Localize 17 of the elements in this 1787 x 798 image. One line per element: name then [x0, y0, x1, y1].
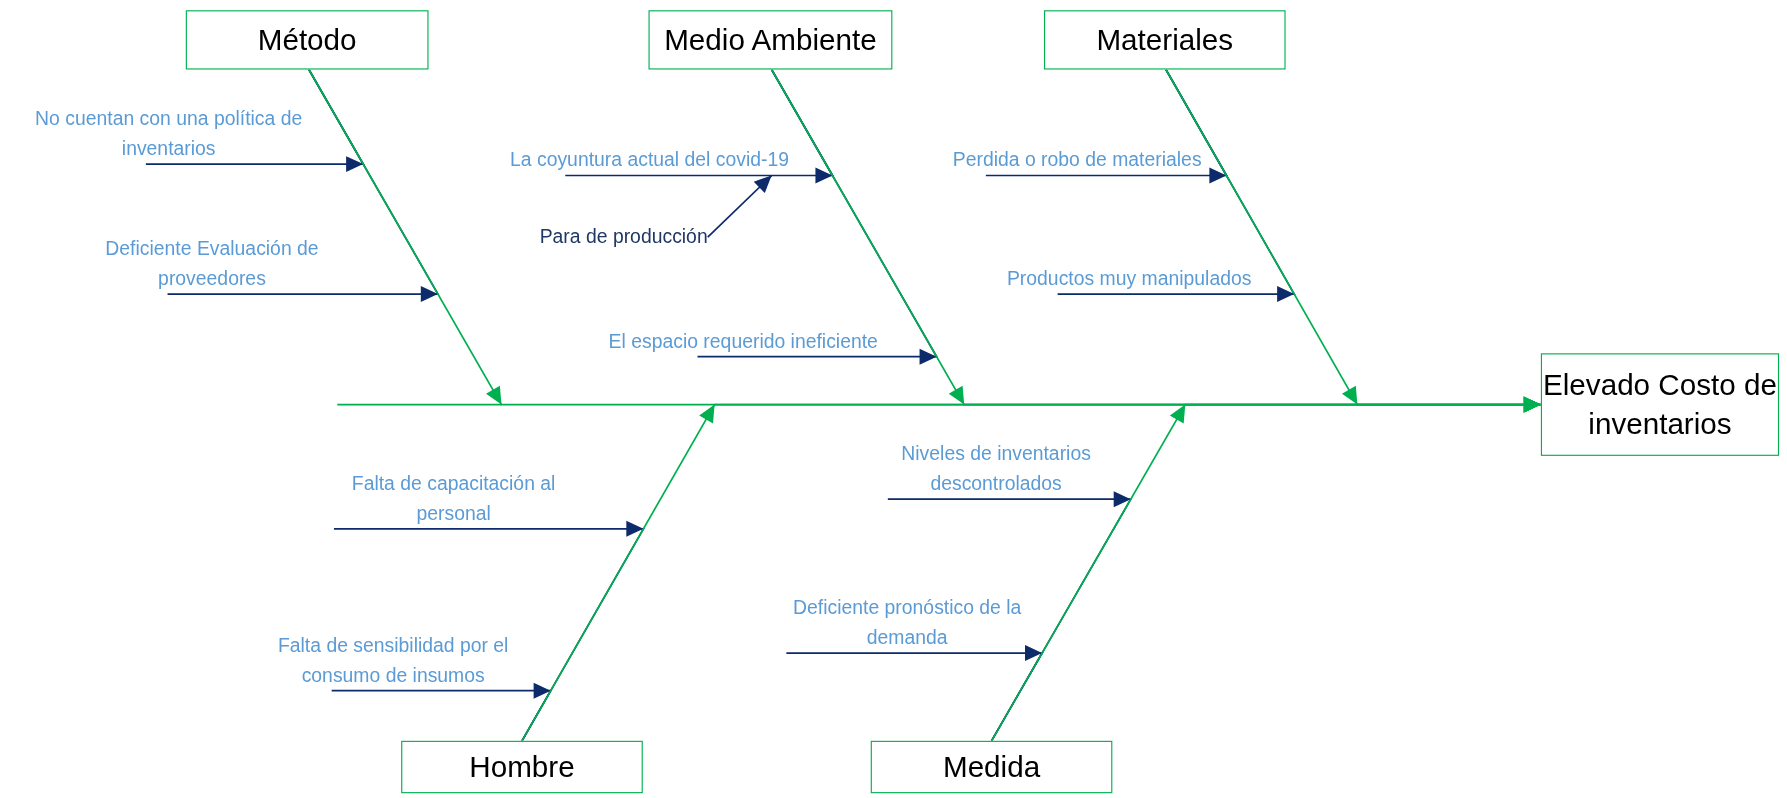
category-box: Hombre: [401, 740, 643, 794]
cause-label: Deficiente pronóstico de la demanda: [770, 593, 1044, 654]
cause-label: Niveles de inventarios descontrolados: [882, 439, 1111, 500]
effect-box: Elevado Costo de inventarios: [1540, 353, 1780, 456]
cause-label: Falta de capacitación al personal: [328, 469, 579, 529]
category-box: Medio Ambiente: [648, 10, 893, 70]
category-box: Método: [185, 10, 429, 70]
category-box: Materiales: [1043, 10, 1286, 70]
cause-label: Falta de sensibilidad por el consumo de insumos: [250, 631, 536, 691]
cause-label: Perdida o robo de materiales: [952, 145, 1202, 176]
cause-label: Productos muy manipulados: [1006, 264, 1252, 295]
category-box: Medida: [870, 740, 1113, 794]
sub-cause-label: Para de producción: [539, 222, 708, 252]
cause-label: El espacio requerido ineficiente: [608, 327, 878, 357]
cause-label: Deficiente Evaluación de proveedores: [75, 234, 349, 295]
cause-label: La coyuntura actual del covid-19: [510, 145, 789, 176]
cause-label: No cuentan con una política de inventarios: [9, 104, 329, 165]
